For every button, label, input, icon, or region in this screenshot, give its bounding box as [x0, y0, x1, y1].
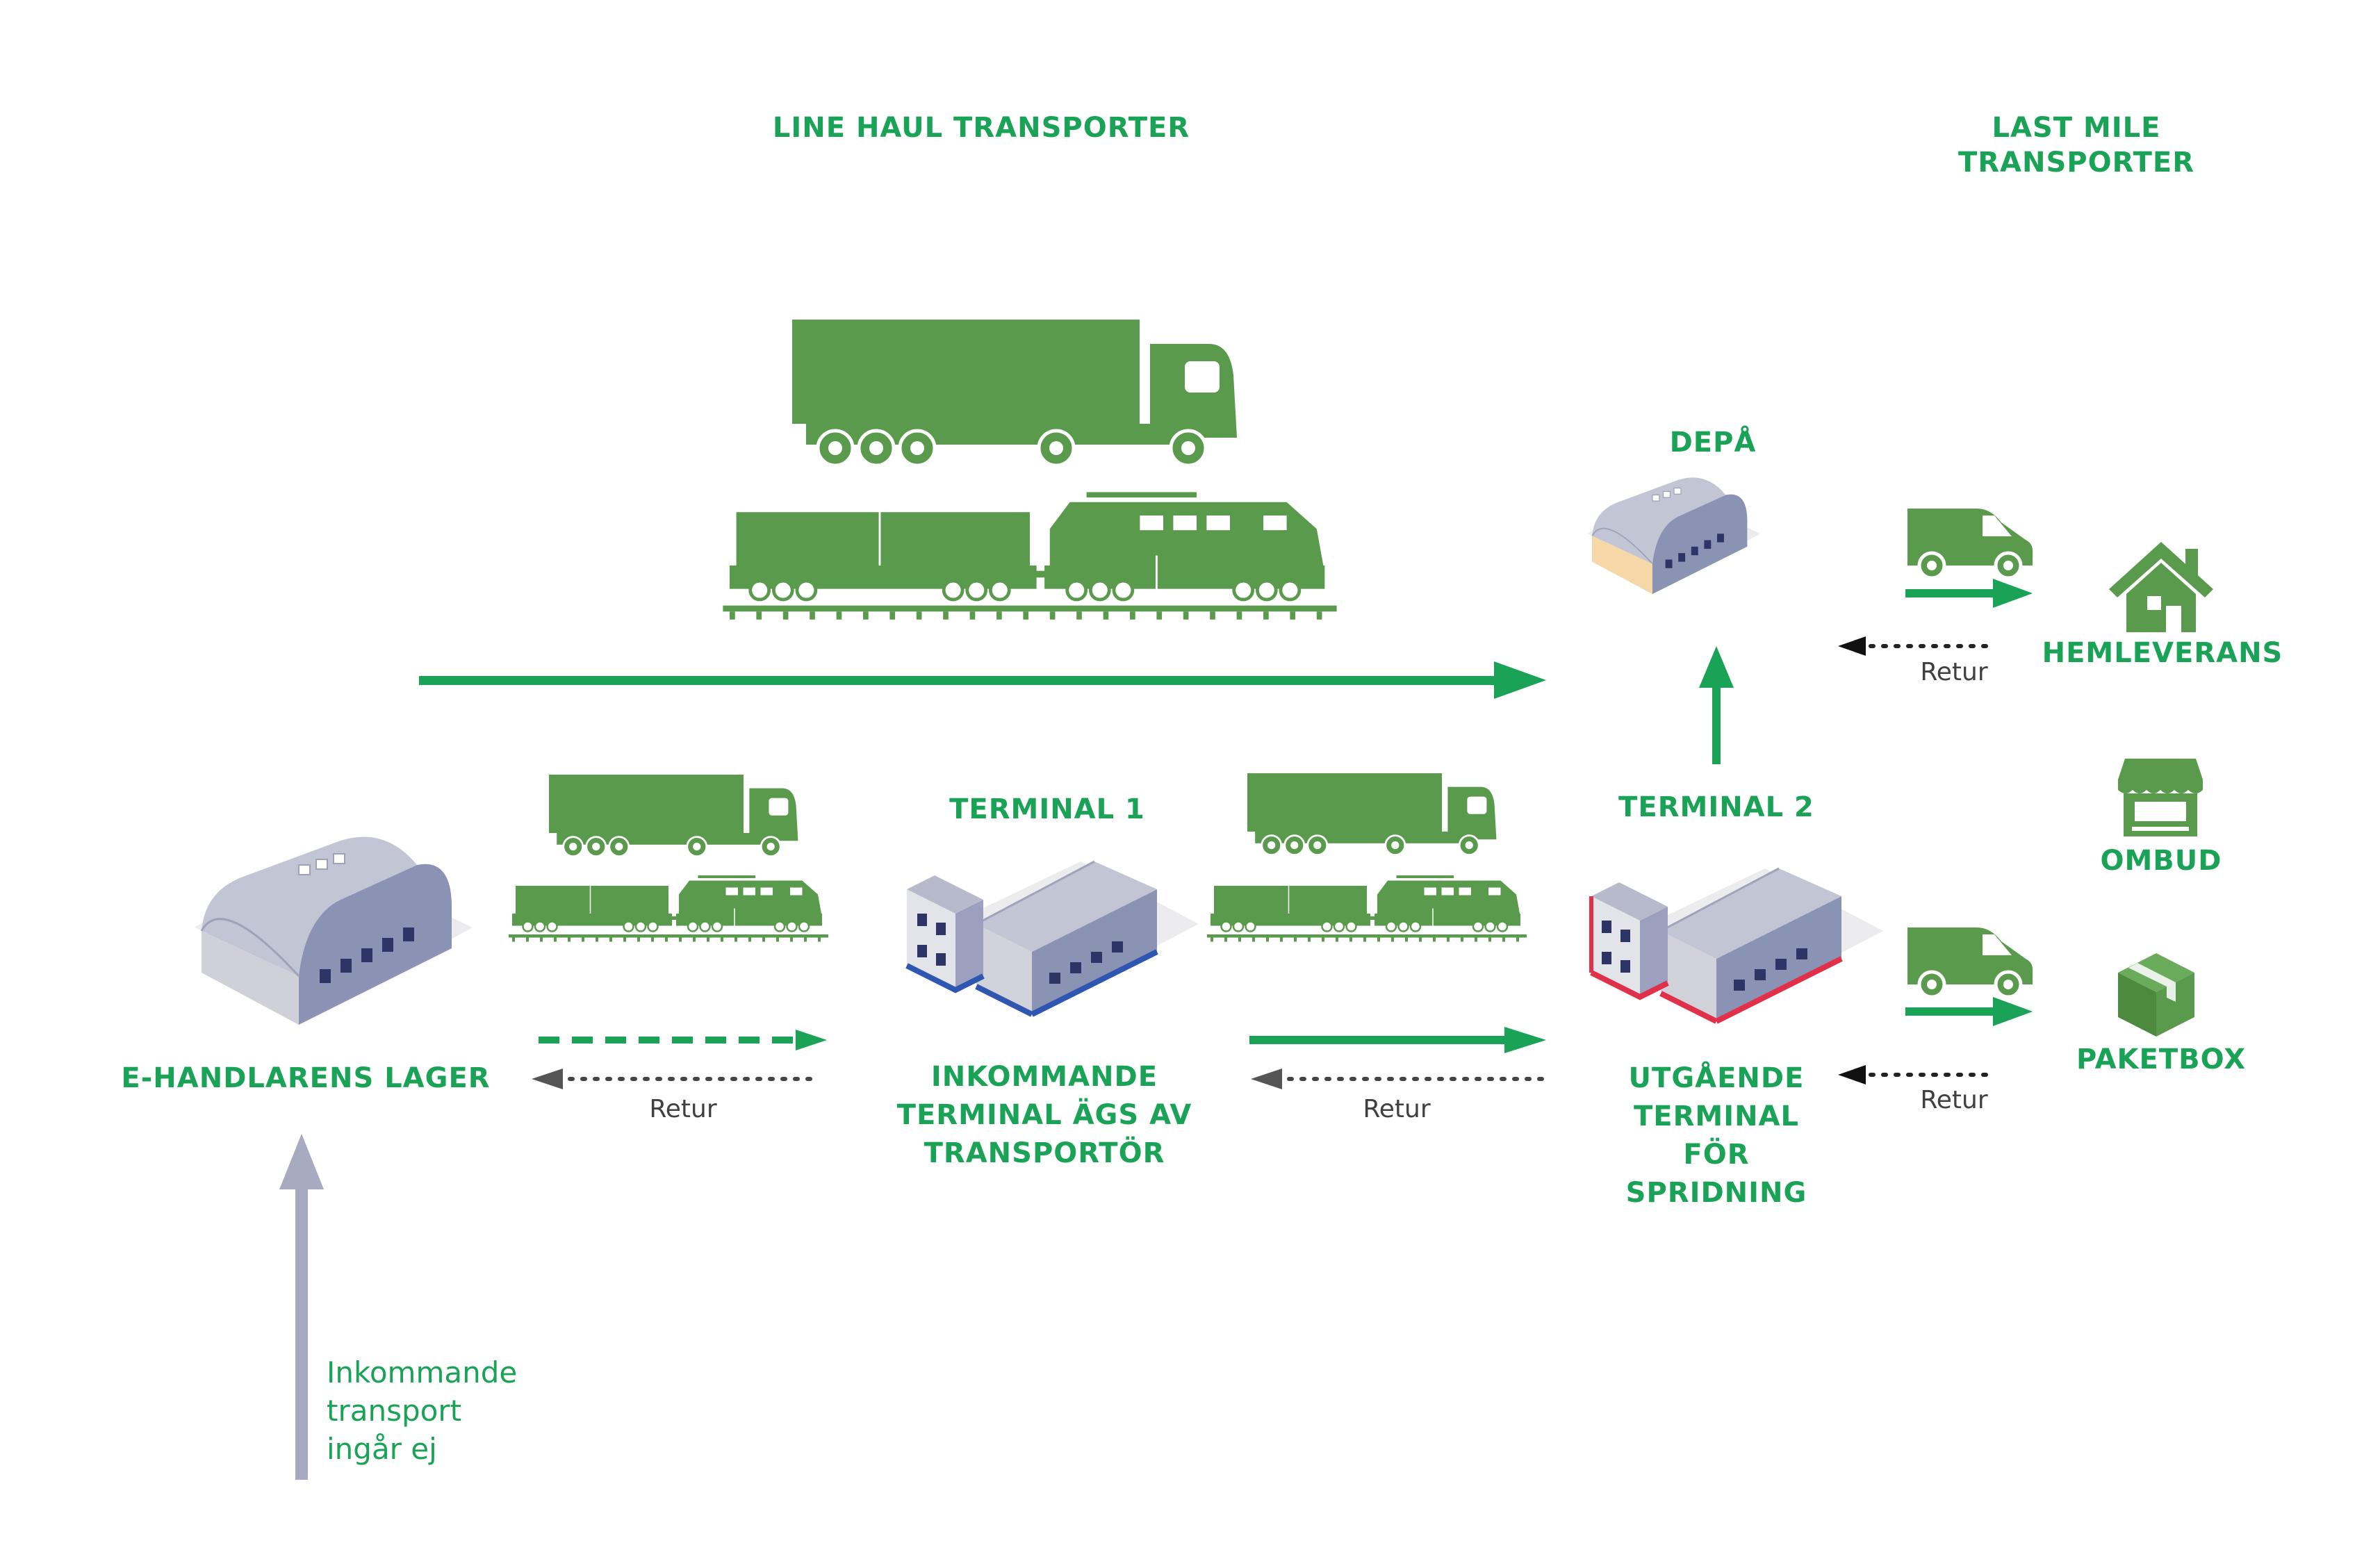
inkommande-line3: TRANSPORTÖR — [924, 1136, 1165, 1169]
retur-label: Retur — [1920, 1086, 1987, 1114]
truck-icon — [792, 320, 1237, 465]
van-icon — [1907, 927, 2033, 997]
depa-label: DEPÅ — [1670, 424, 1757, 459]
terminal1-label: TERMINAL 1 — [949, 793, 1145, 825]
header-last-mile-line1: LAST MILE — [1992, 112, 2161, 144]
warehouse-icon — [1587, 477, 1761, 595]
retur-label: Retur — [1920, 658, 1987, 686]
truck-icon — [1246, 772, 1497, 856]
lager-label: E-HANDLARENS LAGER — [121, 1062, 490, 1094]
train-icon — [507, 874, 830, 943]
up-arrow-to-depa — [1699, 646, 1734, 764]
train-icon — [723, 492, 1336, 619]
terminal-icon — [905, 860, 1200, 1017]
utgaende-line4: SPRIDNING — [1626, 1177, 1807, 1209]
retur-label: Retur — [1363, 1095, 1430, 1123]
terminal2-label: TERMINAL 2 — [1618, 791, 1814, 823]
return-arrow-4 — [1838, 1065, 1993, 1084]
paketbox-label: PAKETBOX — [2076, 1044, 2246, 1075]
warehouse-icon — [193, 836, 474, 1026]
ombud-label: OMBUD — [2101, 845, 2222, 877]
inkommande-line1: INKOMMANDE — [931, 1061, 1158, 1093]
retur-label: Retur — [649, 1095, 716, 1123]
return-arrow-3 — [1838, 636, 1993, 656]
note-line1: Inkommande — [327, 1355, 517, 1389]
solid-arrow-right — [1249, 1027, 1546, 1053]
line-haul-arrow — [419, 661, 1546, 699]
inkommande-line2: TERMINAL ÄGS AV — [897, 1098, 1192, 1131]
arrow-to-hemleverans — [1905, 579, 2033, 608]
note-line3: ingår ej — [327, 1432, 437, 1466]
header-line-haul: LINE HAUL TRANSPORTER — [773, 112, 1190, 144]
van-icon — [1907, 509, 2033, 578]
dashed-arrow-right — [539, 1030, 827, 1050]
truck-icon — [548, 773, 799, 857]
utgaende-line2: TERMINAL — [1634, 1100, 1799, 1132]
incoming-arrow — [279, 1134, 324, 1480]
house-icon — [2109, 542, 2213, 632]
hemleverans-label: HEMLEVERANS — [2042, 637, 2283, 669]
utgaende-line3: FÖR — [1683, 1137, 1749, 1171]
return-arrow-2 — [1251, 1069, 1545, 1089]
arrow-to-paketbox — [1905, 997, 2033, 1026]
utgaende-line1: UTGÅENDE — [1629, 1060, 1805, 1094]
note-line2: transport — [327, 1394, 461, 1428]
header-last-mile-line2: TRANSPORTER — [1958, 147, 2194, 179]
terminal-icon — [1589, 867, 1885, 1024]
train-icon — [1206, 874, 1528, 943]
parcel-box-icon — [2118, 953, 2194, 1037]
shop-icon — [2118, 759, 2203, 836]
return-arrow-1 — [532, 1069, 822, 1089]
